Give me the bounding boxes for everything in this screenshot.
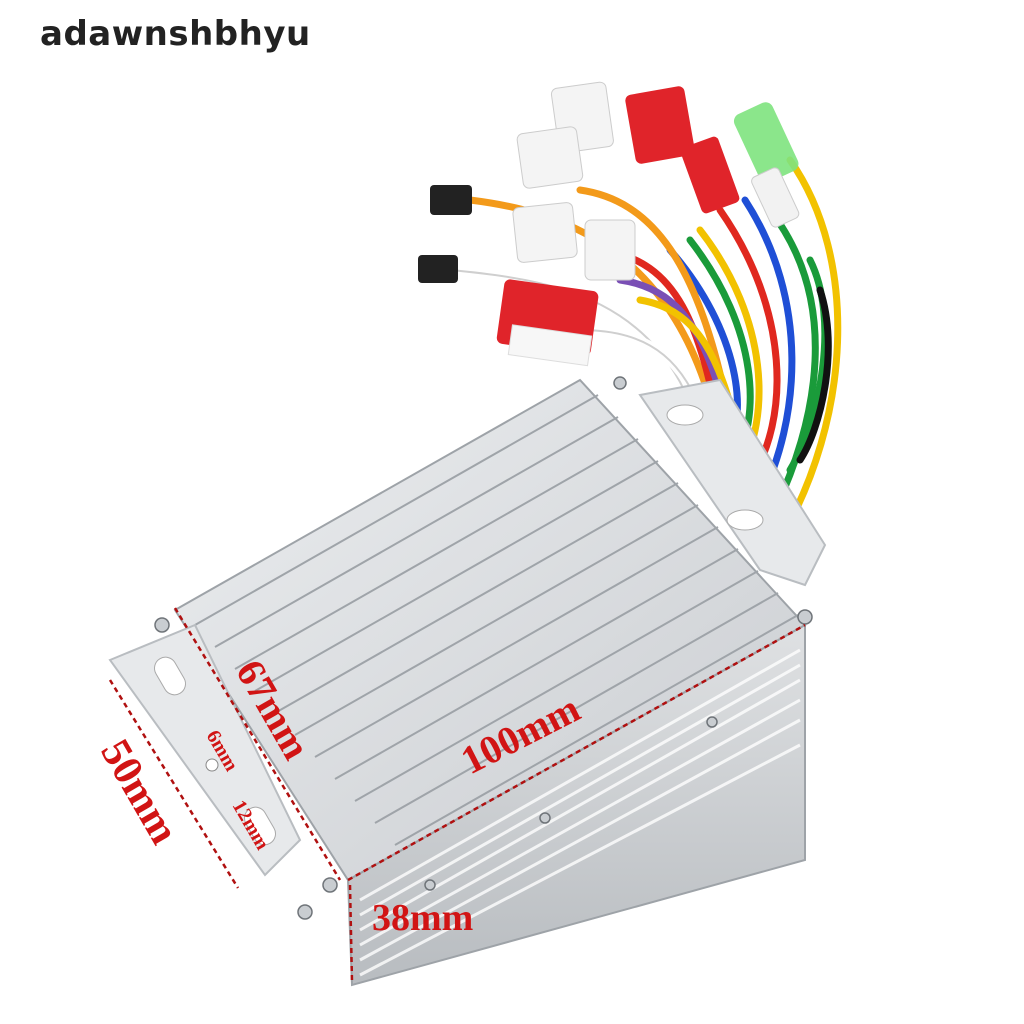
watermark-text: adawnshbhyu (40, 14, 311, 54)
rear-bracket (638, 378, 827, 587)
connectors (418, 81, 800, 367)
screws (154, 376, 813, 920)
dimension-height-label: 38mm (372, 897, 473, 939)
dimension-bracket-label: 50mm (91, 732, 187, 852)
front-bracket (108, 623, 302, 877)
housing-top-fins (194, 394, 799, 846)
dimension-lines (108, 607, 806, 983)
